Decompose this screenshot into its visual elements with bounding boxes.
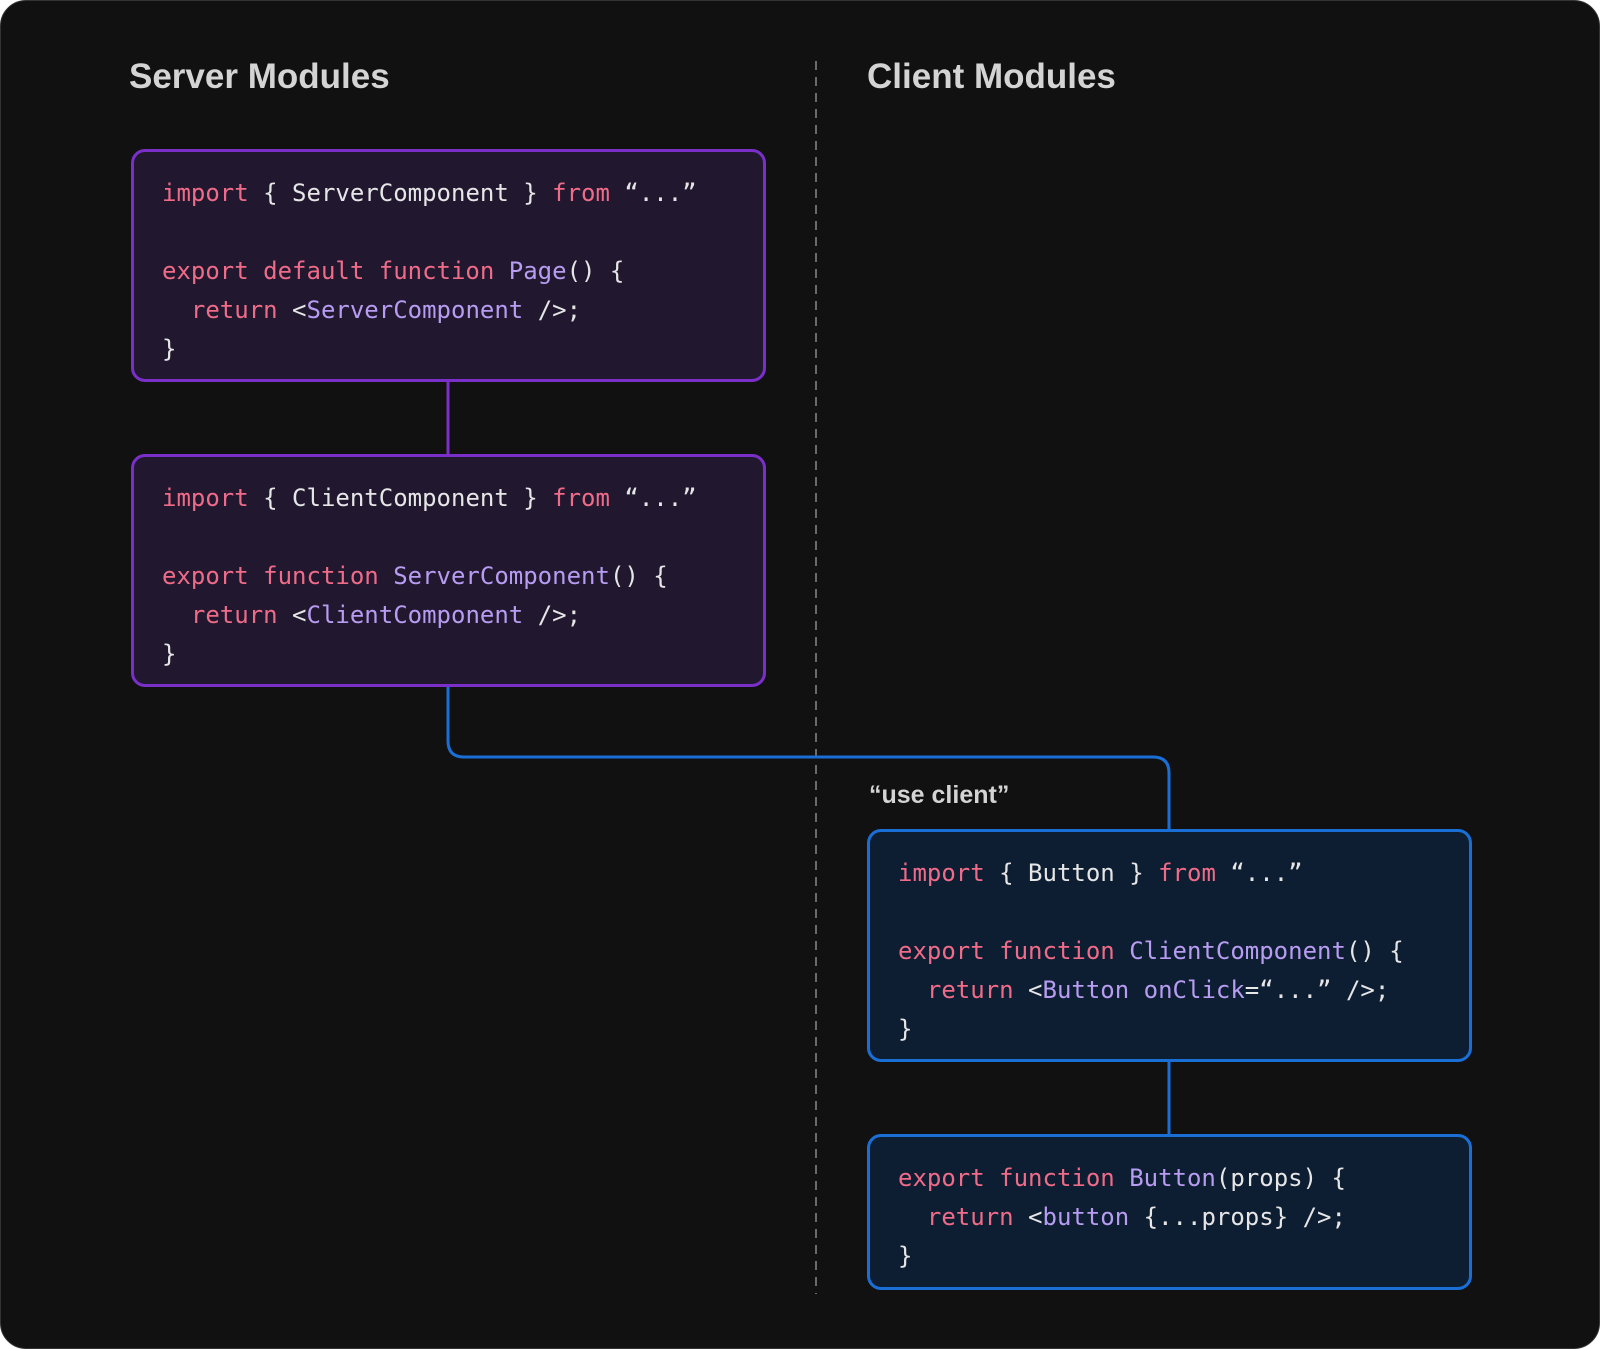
code-identifier: Button onClick [1042,976,1245,1004]
code-text: “...” [609,484,697,512]
code-line [162,518,737,557]
code-identifier: button [1042,1203,1130,1231]
code-line: } [898,1010,1443,1049]
code-keyword: export default function [162,257,509,285]
client-modules-heading: Client Modules [867,57,1116,96]
server-modules-heading: Server Modules [129,57,390,96]
code-line: } [898,1237,1443,1276]
code-keyword: from [1158,859,1216,887]
code-identifier: ClientComponent [306,601,524,629]
code-text: { ClientComponent } [248,484,553,512]
code-line: import { ClientComponent } from “...” [162,479,737,518]
code-text: () { [566,257,625,285]
code-identifier: Button [1129,1164,1216,1192]
server-component-module-code-block: import { ClientComponent } from “...” ex… [131,454,766,687]
code-line: export function ServerComponent() { [162,557,737,596]
code-keyword: return [162,296,293,324]
code-text: () { [609,562,668,590]
code-line: export default function Page() { [162,252,737,291]
page-module-code-block: import { ServerComponent } from “...” ex… [131,149,766,382]
code-line: } [162,635,737,674]
code-text: { Button } [984,859,1159,887]
connector-server-to-client-boundary [446,687,1171,829]
code-line: return <Button onClick=“...” />; [898,971,1443,1010]
code-text: } [898,1242,913,1270]
code-text: “...” [1215,859,1303,887]
code-keyword: export function [898,1164,1130,1192]
code-text: < [1028,1203,1043,1231]
code-line: import { ServerComponent } from “...” [162,174,737,213]
code-line: } [162,330,737,369]
code-identifier: ServerComponent [393,562,610,590]
code-text: < [292,601,307,629]
code-text: />; [523,296,582,324]
code-line [898,893,1443,932]
code-keyword: return [898,1203,1029,1231]
code-identifier: ServerComponent [306,296,524,324]
code-text: } [162,640,177,668]
code-keyword: from [552,484,610,512]
code-keyword: export function [162,562,394,590]
code-keyword: return [162,601,293,629]
code-text: } [162,335,177,363]
code-identifier: Page [508,257,567,285]
code-line: export function ClientComponent() { [898,932,1443,971]
code-keyword: import [898,859,985,887]
code-text: {...props} />; [1129,1203,1346,1231]
code-text: =“...” />; [1244,976,1390,1004]
code-keyword: from [552,179,610,207]
code-line: import { Button } from “...” [898,854,1443,893]
code-keyword: export function [898,937,1130,965]
code-keyword: return [898,976,1029,1004]
code-text: < [292,296,307,324]
code-identifier: ClientComponent [1129,937,1346,965]
code-line: return <ServerComponent />; [162,291,737,330]
code-line: return <button {...props} />; [898,1198,1443,1237]
use-client-directive-label: “use client” [869,781,1010,809]
code-keyword: import [162,484,249,512]
code-text: () { [1345,937,1404,965]
code-line: return <ClientComponent />; [162,596,737,635]
code-text: “...” [609,179,697,207]
code-line: export function Button(props) { [898,1159,1443,1198]
code-text: < [1028,976,1043,1004]
code-text: (props) { [1215,1164,1346,1192]
button-module-code-block: export function Button(props) { return <… [867,1134,1472,1290]
client-component-module-code-block: import { Button } from “...” export func… [867,829,1472,1062]
code-line [162,213,737,252]
code-text: { ServerComponent } [248,179,553,207]
code-text: } [898,1015,913,1043]
code-text: />; [523,601,582,629]
code-keyword: import [162,179,249,207]
